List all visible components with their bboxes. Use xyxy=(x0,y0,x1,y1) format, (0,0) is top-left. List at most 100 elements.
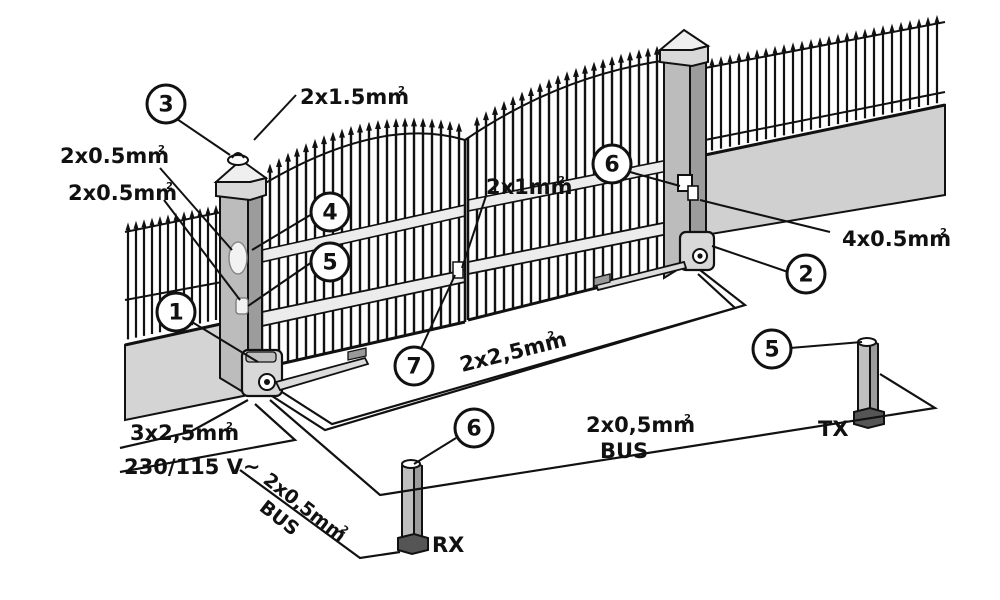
right-fence-spike xyxy=(862,28,868,37)
right-fence-spike xyxy=(925,16,931,25)
gate-spike xyxy=(375,120,381,130)
arm-right xyxy=(593,260,688,292)
svg-text:5: 5 xyxy=(322,251,337,276)
cable-runs xyxy=(119,269,939,560)
gate-spike xyxy=(321,135,327,145)
gate-spike xyxy=(582,64,588,74)
label-bus-rx: 2x0,5mm 2 BUS xyxy=(255,469,350,547)
right-fence-spike xyxy=(799,40,805,49)
gate-spike xyxy=(456,122,462,132)
label-left-b: 2x0.5mm 2 xyxy=(68,181,177,205)
gate-spike xyxy=(330,131,336,141)
gate-spike xyxy=(276,157,282,167)
left-fence-spike xyxy=(157,216,163,224)
right-fence-spike xyxy=(835,33,841,42)
gate-spike xyxy=(267,163,273,173)
arm-left xyxy=(274,347,370,392)
svg-text:2: 2 xyxy=(798,263,813,288)
svg-text:230/115 V~: 230/115 V~ xyxy=(124,455,261,479)
flashing-lamp xyxy=(227,152,249,166)
motor-right xyxy=(678,230,716,272)
gate-spike xyxy=(528,87,534,97)
left-fence-spike xyxy=(125,222,131,231)
gate-spike xyxy=(348,125,354,135)
right-fence-spike xyxy=(754,49,760,58)
svg-text:2x1mm: 2x1mm xyxy=(486,175,573,199)
svg-text:4: 4 xyxy=(322,201,337,226)
svg-text:6: 6 xyxy=(466,417,481,442)
right-fence-spike xyxy=(844,32,850,41)
svg-text:7: 7 xyxy=(406,355,421,380)
label-bus-photocells: 2x0,5mm 2 BUS xyxy=(586,413,695,463)
gate-spike xyxy=(447,120,453,130)
right-fence-spike xyxy=(763,47,769,56)
gate-spike xyxy=(357,123,363,133)
right-fence-spike xyxy=(916,18,922,27)
rx-label: RX xyxy=(432,533,464,557)
gate-spike xyxy=(519,91,525,101)
gate-spike xyxy=(312,138,318,148)
right-fence-spike xyxy=(745,50,751,59)
gate-spike xyxy=(555,74,561,84)
svg-text:4x0.5mm: 4x0.5mm xyxy=(842,227,951,251)
right-fence-spike xyxy=(781,43,787,52)
svg-text:2: 2 xyxy=(940,227,947,238)
gate-spike xyxy=(393,117,399,127)
gate-spike xyxy=(483,111,489,121)
right-fence-spike xyxy=(826,35,832,44)
right-fence-spike xyxy=(727,54,733,63)
right-fence-spike xyxy=(853,30,859,39)
photocell-right-pillar xyxy=(687,185,699,201)
right-fence-spike xyxy=(880,25,886,34)
callout-5-tx: 5 xyxy=(751,328,793,370)
svg-text:6: 6 xyxy=(604,153,619,178)
gate-leaves xyxy=(260,45,670,370)
gate-spike xyxy=(501,100,507,110)
key-selector xyxy=(228,241,248,275)
gate-spike xyxy=(546,78,552,88)
gate-spike xyxy=(303,143,309,153)
svg-text:3x2,5mm: 3x2,5mm xyxy=(130,421,239,445)
callout-6-pillar: 6 xyxy=(591,143,633,185)
gate-spike xyxy=(294,147,300,157)
label-right-post: 4x0.5mm 2 xyxy=(842,227,951,251)
svg-text:2: 2 xyxy=(558,175,565,186)
gate-spike xyxy=(618,53,624,63)
left-fence-spike xyxy=(149,217,155,226)
callout-5-pillar: 5 xyxy=(309,241,351,283)
right-fence-spike xyxy=(772,45,778,54)
right-fence xyxy=(704,14,946,151)
gate-spike xyxy=(339,128,345,138)
svg-text:BUS: BUS xyxy=(600,439,648,463)
right-fence-spike xyxy=(709,57,715,66)
rx-post xyxy=(397,459,429,556)
gate-spike xyxy=(591,61,597,71)
left-fence-spike xyxy=(141,219,147,228)
callout-7: 7 xyxy=(393,345,435,387)
left-fence-spike xyxy=(181,211,187,220)
gate-spike xyxy=(420,117,426,127)
left-fence-spike xyxy=(165,214,171,223)
right-fence-spike xyxy=(871,26,877,35)
left-fence-spike xyxy=(213,204,219,213)
svg-text:2x0,5mm: 2x0,5mm xyxy=(586,413,695,437)
right-wall xyxy=(704,103,946,237)
label-left-a: 2x0.5mm 2 xyxy=(60,144,169,168)
right-fence-spike xyxy=(889,23,895,32)
photocell-on-pillar xyxy=(235,297,249,315)
callout-4: 4 xyxy=(309,191,351,233)
right-fence-spike xyxy=(808,38,814,47)
right-fence-spike xyxy=(898,21,904,30)
right-fence-spike xyxy=(817,37,823,46)
svg-text:2x1.5mm: 2x1.5mm xyxy=(300,85,409,109)
gate-spike xyxy=(510,96,516,106)
svg-text:3: 3 xyxy=(158,93,173,118)
leader-lines xyxy=(159,94,863,465)
callout-3: 3 xyxy=(145,83,187,125)
gate-spike xyxy=(438,119,444,129)
gate-spike xyxy=(627,51,633,61)
right-fence-spike xyxy=(934,14,940,23)
callout-1: 1 xyxy=(155,291,197,333)
gate-spike xyxy=(654,45,660,55)
